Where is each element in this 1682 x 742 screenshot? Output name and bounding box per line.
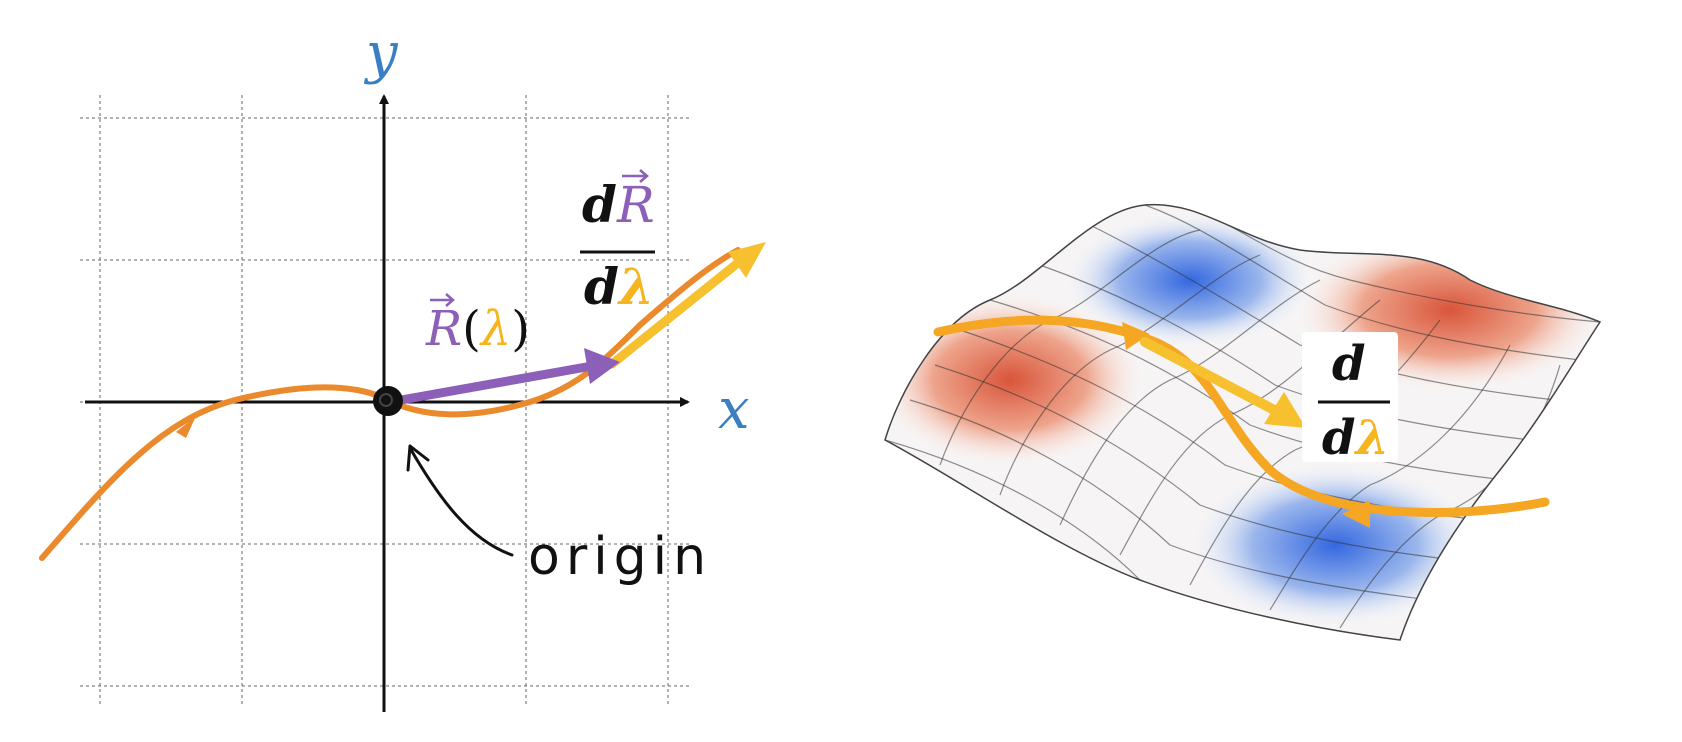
- left-panel: y x R(λ) dR dλ: [39, 21, 766, 712]
- position-vector-arrowhead-icon: [584, 348, 620, 384]
- vector-arrow-icon: [622, 169, 649, 183]
- surface-curve: [933, 315, 1550, 517]
- x-axis-label: x: [718, 377, 750, 442]
- operator-box: [1302, 332, 1398, 462]
- saddle-surface: [884, 203, 1602, 641]
- origin-annotation-arrow-icon: [408, 446, 514, 557]
- svg-text:dR: dR: [582, 175, 655, 234]
- y-axis-label: y: [363, 21, 399, 86]
- surface-curve-arrow-icon: [1122, 322, 1150, 350]
- svg-text:dλ: dλ: [584, 257, 654, 316]
- parametric-curve: [39, 247, 741, 561]
- curve-direction-arrow-icon: [176, 416, 196, 438]
- right-panel: d dλ: [884, 203, 1602, 641]
- svg-text:d: d: [1332, 336, 1366, 392]
- derivative-label: dR dλ: [580, 169, 655, 316]
- origin-label: origin: [528, 527, 712, 587]
- vector-arrow-icon: [430, 293, 455, 307]
- position-vector: [385, 361, 597, 407]
- svg-text:dλ: dλ: [1322, 410, 1389, 466]
- tangent-arrowhead-icon: [728, 242, 766, 278]
- surface-tangent-arrowhead-icon: [1264, 392, 1306, 428]
- surface-tangent-vector: [1140, 337, 1283, 417]
- operator-label: d dλ: [1318, 336, 1390, 466]
- origin-dot-icon: [373, 386, 403, 416]
- surface-curve-arrow-icon: [1342, 500, 1370, 528]
- tangent-vector: [607, 253, 749, 369]
- position-vector-label: R(λ): [425, 301, 530, 357]
